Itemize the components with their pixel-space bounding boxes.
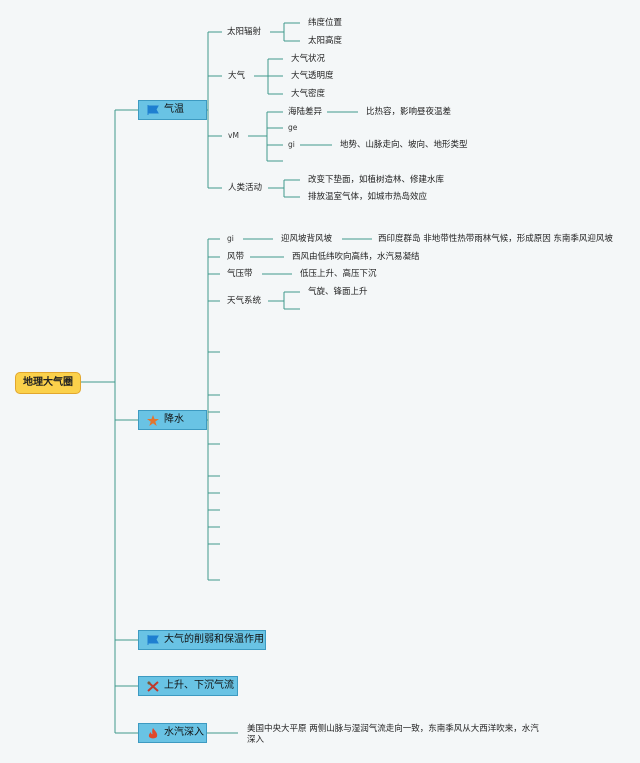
root-node[interactable]: 地理大气圈 — [15, 372, 81, 394]
branch-label: 气温 — [164, 104, 184, 115]
node-atm-transparency[interactable]: 大气透明度 — [291, 71, 334, 81]
branch-precipitation[interactable]: 降水 — [138, 410, 207, 430]
fire-icon — [147, 728, 159, 739]
branch-temperature[interactable]: 气温 — [138, 100, 207, 120]
flag-icon — [147, 635, 159, 645]
node-gi[interactable]: gi — [288, 140, 295, 149]
branch-label: 水汽深入 — [164, 727, 204, 738]
node-cyclone-front[interactable]: 气旋、锋面上升 — [308, 287, 368, 297]
node-land-sea-difference[interactable]: 海陆差异 — [288, 107, 323, 117]
node-wind-belt[interactable]: 风带 — [227, 252, 245, 262]
node-atm-condition[interactable]: 大气状况 — [291, 54, 326, 64]
branch-vapor[interactable]: 水汽深入 — [138, 723, 207, 743]
node-pressure-belt[interactable]: 气压带 — [227, 269, 253, 279]
node-westerlies[interactable]: 西风由低纬吹向高纬，水汽易凝结 — [292, 252, 420, 262]
node-solar-altitude[interactable]: 太阳高度 — [308, 36, 343, 46]
branch-insulation[interactable]: 大气的削弱和保温作用 — [138, 630, 266, 650]
node-terrain[interactable]: 地势、山脉走向、坡向、地形类型 — [340, 140, 468, 150]
node-west-indies[interactable]: 西印度群岛 非地带性热带雨林气候，形成原因 东南季风迎风坡 — [378, 234, 613, 244]
star-icon — [147, 415, 159, 426]
node-weather-system[interactable]: 天气系统 — [227, 296, 262, 306]
node-greenhouse[interactable]: 排放温室气体，如城市热岛效应 — [308, 192, 428, 202]
tools-icon — [147, 681, 159, 692]
branch-air-flow[interactable]: 上升、下沉气流 — [138, 676, 238, 696]
branch-label: 降水 — [164, 414, 184, 425]
node-human-activity[interactable]: 人类活动 — [228, 183, 263, 193]
branch-label: 大气的削弱和保温作用 — [164, 634, 264, 645]
node-latitude[interactable]: 纬度位置 — [308, 18, 343, 28]
node-great-plains[interactable]: 美国中央大平原 两侧山脉与湿润气流走向一致，东南季风从大西洋吹来，水汽深入 — [247, 724, 539, 745]
node-precip-gi[interactable]: gi — [227, 234, 234, 243]
node-heat-capacity[interactable]: 比热容，影响昼夜温差 — [366, 107, 452, 117]
node-solar-radiation[interactable]: 太阳辐射 — [227, 27, 262, 37]
node-windward-leeward[interactable]: 迎风坡背风坡 — [281, 234, 333, 244]
node-low-high-pressure[interactable]: 低压上升、高压下沉 — [300, 269, 377, 279]
node-ge[interactable]: ge — [288, 123, 298, 132]
flag-icon — [147, 105, 159, 115]
node-vm[interactable]: vM — [228, 131, 239, 140]
node-atm-density[interactable]: 大气密度 — [291, 89, 326, 99]
node-change-surface[interactable]: 改变下垫面，如植树造林、修建水库 — [308, 175, 445, 185]
node-atmosphere[interactable]: 大气 — [228, 71, 246, 81]
branch-label: 上升、下沉气流 — [164, 680, 234, 691]
